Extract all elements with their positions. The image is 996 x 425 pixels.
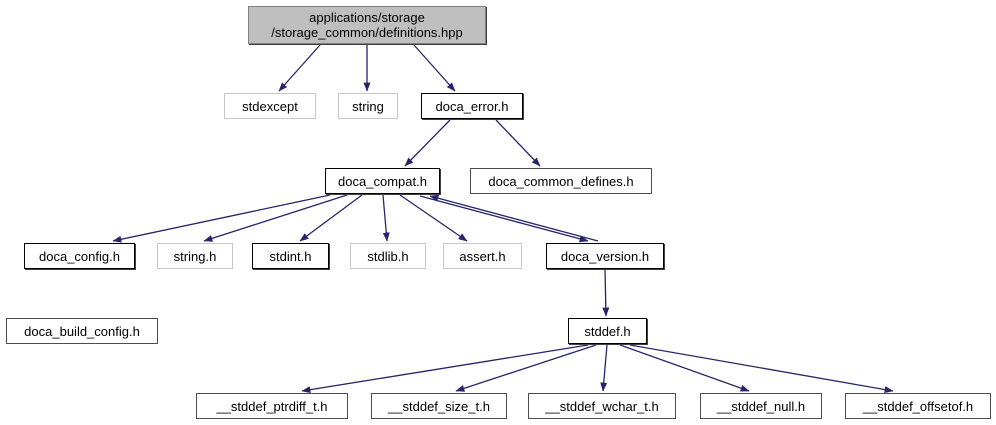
graph-edge-doca_compat_h-to-doca_config_h [112, 194, 331, 243]
graph-node-stddef_h[interactable]: stddef.h [568, 318, 647, 344]
graph-edge-doca_error_h-to-doca_common_defines_h [495, 119, 541, 167]
graph-edge-stddef_h-to-__stddef_size_t_h [455, 344, 597, 392]
graph-node-__stddef_offsetof_h[interactable]: __stddef_offsetof.h [845, 393, 991, 419]
graph-node-assert_h[interactable]: assert.h [443, 243, 522, 269]
graph-node-doca_compat_h[interactable]: doca_compat.h [325, 168, 440, 194]
graph-node-doca_common_defines_h[interactable]: doca_common_defines.h [470, 168, 652, 194]
graph-node-__stddef_ptrdiff_t_h[interactable]: __stddef_ptrdiff_t.h [196, 393, 348, 419]
graph-edge-doca_compat_h-to-stdint_h [299, 194, 363, 242]
graph-node-doca_version_h[interactable]: doca_version.h [546, 243, 664, 269]
graph-edge-doca_compat_h-to-stdlib_h [382, 194, 390, 242]
graph-node-stdexcept[interactable]: stdexcept [224, 93, 316, 119]
graph-node-definitions_hpp[interactable]: applications/storage /storage_common/def… [248, 6, 486, 44]
graph-node-__stddef_size_t_h[interactable]: __stddef_size_t.h [371, 393, 507, 419]
graph-edge-stddef_h-to-__stddef_offsetof_h [629, 344, 894, 394]
graph-node-doca_error_h[interactable]: doca_error.h [421, 93, 523, 119]
graph-edge-doca_compat_h-to-assert_h [399, 194, 468, 242]
graph-edge-doca_version_h-to-doca_compat_h [429, 194, 599, 242]
graph-node-stdlib_h[interactable]: stdlib.h [350, 243, 426, 269]
graph-edge-definitions_hpp-to-doca_error_h [413, 44, 456, 92]
graph-edge-stddef_h-to-__stddef_wchar_t_h [600, 344, 608, 392]
graph-edge-stddef_h-to-__stddef_ptrdiff_t_h [301, 344, 589, 394]
graph-node-__stddef_wchar_t_h[interactable]: __stddef_wchar_t.h [528, 393, 676, 419]
graph-edge-doca_compat_h-to-doca_version_h [419, 195, 589, 243]
graph-node-stdint_h[interactable]: stdint.h [252, 243, 329, 269]
graph-node-string_h[interactable]: string.h [157, 243, 233, 269]
graph-node-string[interactable]: string [338, 93, 398, 119]
graph-edge-doca_error_h-to-doca_compat_h [404, 119, 451, 167]
graph-edge-definitions_hpp-to-stdexcept [278, 44, 321, 92]
graph-edge-doca_compat_h-to-string_h [203, 194, 348, 242]
graph-edge-stddef_h-to-__stddef_null_h [619, 344, 750, 392]
graph-node-doca_build_config_h[interactable]: doca_build_config.h [6, 318, 158, 344]
graph-node-__stddef_null_h[interactable]: __stddef_null.h [700, 393, 822, 419]
edges-group [112, 44, 894, 394]
graph-node-doca_config_h[interactable]: doca_config.h [24, 243, 135, 269]
graph-edge-doca_version_h-to-stddef_h [602, 269, 610, 317]
